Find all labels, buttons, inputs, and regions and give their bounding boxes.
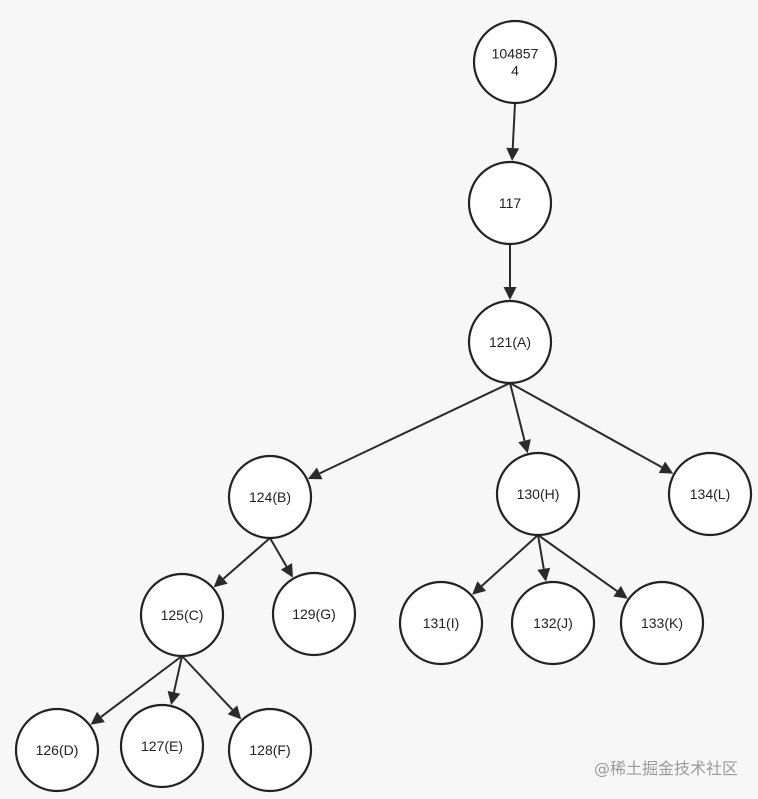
arrowhead-C-D <box>90 711 105 725</box>
node-circle <box>227 454 313 540</box>
tree-node-A: 121(A) <box>467 299 553 385</box>
node-label: 132(J) <box>533 615 573 631</box>
node-label: 4 <box>511 63 519 79</box>
tree-node-n117: 117 <box>467 160 553 246</box>
node-circle <box>14 707 100 793</box>
tree-node-L: 134(L) <box>667 451 753 537</box>
node-label: 128(F) <box>249 742 290 758</box>
arrowhead-A-L <box>658 461 674 474</box>
node-circle <box>139 572 225 658</box>
tree-node-D: 126(D) <box>14 707 100 793</box>
watermark-text: @稀土掘金技术社区 <box>593 759 738 778</box>
node-label: 131(I) <box>423 615 460 631</box>
edge-C-E <box>172 655 183 693</box>
node-label: 104857 <box>492 46 539 62</box>
arrowhead-B-C <box>213 573 228 588</box>
arrowhead-A-H <box>518 439 531 454</box>
node-circle <box>119 703 205 789</box>
node-label: 130(H) <box>517 486 560 502</box>
arrowhead-H-K <box>613 585 628 599</box>
node-label: 126(D) <box>36 742 79 758</box>
arrowhead-B-G <box>280 563 293 578</box>
node-circle <box>667 451 753 537</box>
tree-node-I: 131(I) <box>398 580 484 666</box>
edges-layer <box>90 102 674 725</box>
edge-root-n117 <box>511 102 516 149</box>
edge-A-L <box>509 382 663 469</box>
node-circle <box>467 160 553 246</box>
node-circle <box>398 580 484 666</box>
edge-C-D <box>100 655 183 718</box>
tree-node-B: 124(B) <box>227 454 313 540</box>
tree-node-H: 130(H) <box>495 451 581 537</box>
edge-H-K <box>537 534 618 592</box>
node-circle <box>227 707 313 793</box>
edge-A-B <box>319 382 511 475</box>
node-circle <box>510 580 596 666</box>
tree-node-F: 128(F) <box>227 707 313 793</box>
tree-node-K: 133(K) <box>619 580 705 666</box>
node-label: 117 <box>499 195 522 211</box>
arrowhead-n117-A <box>503 287 517 300</box>
node-label: 133(K) <box>641 615 683 631</box>
arrowhead-C-F <box>227 705 242 720</box>
node-label: 127(E) <box>141 738 183 754</box>
edge-H-J <box>537 534 545 569</box>
edge-H-I <box>481 534 539 587</box>
node-circle <box>495 451 581 537</box>
node-label: 125(C) <box>161 607 204 623</box>
edge-B-G <box>269 537 288 567</box>
tree-node-G: 129(G) <box>271 571 357 657</box>
tree-node-C: 125(C) <box>139 572 225 658</box>
edge-B-C <box>222 537 271 580</box>
node-circle <box>271 571 357 657</box>
node-circle <box>472 19 558 105</box>
node-label: 134(L) <box>690 486 730 502</box>
node-label: 129(G) <box>292 606 336 622</box>
arrowhead-H-J <box>537 567 551 582</box>
edge-A-H <box>509 382 526 441</box>
tree-node-J: 132(J) <box>510 580 596 666</box>
tree-node-E: 127(E) <box>119 703 205 789</box>
arrowhead-H-I <box>472 581 487 595</box>
arrowhead-C-E <box>167 690 181 706</box>
node-label: 121(A) <box>489 334 531 350</box>
node-circle <box>467 299 553 385</box>
node-circle <box>619 580 705 666</box>
arrowhead-A-B <box>307 467 323 480</box>
arrowhead-root-n117 <box>506 147 520 162</box>
edge-C-F <box>181 655 234 711</box>
node-label: 124(B) <box>249 489 291 505</box>
